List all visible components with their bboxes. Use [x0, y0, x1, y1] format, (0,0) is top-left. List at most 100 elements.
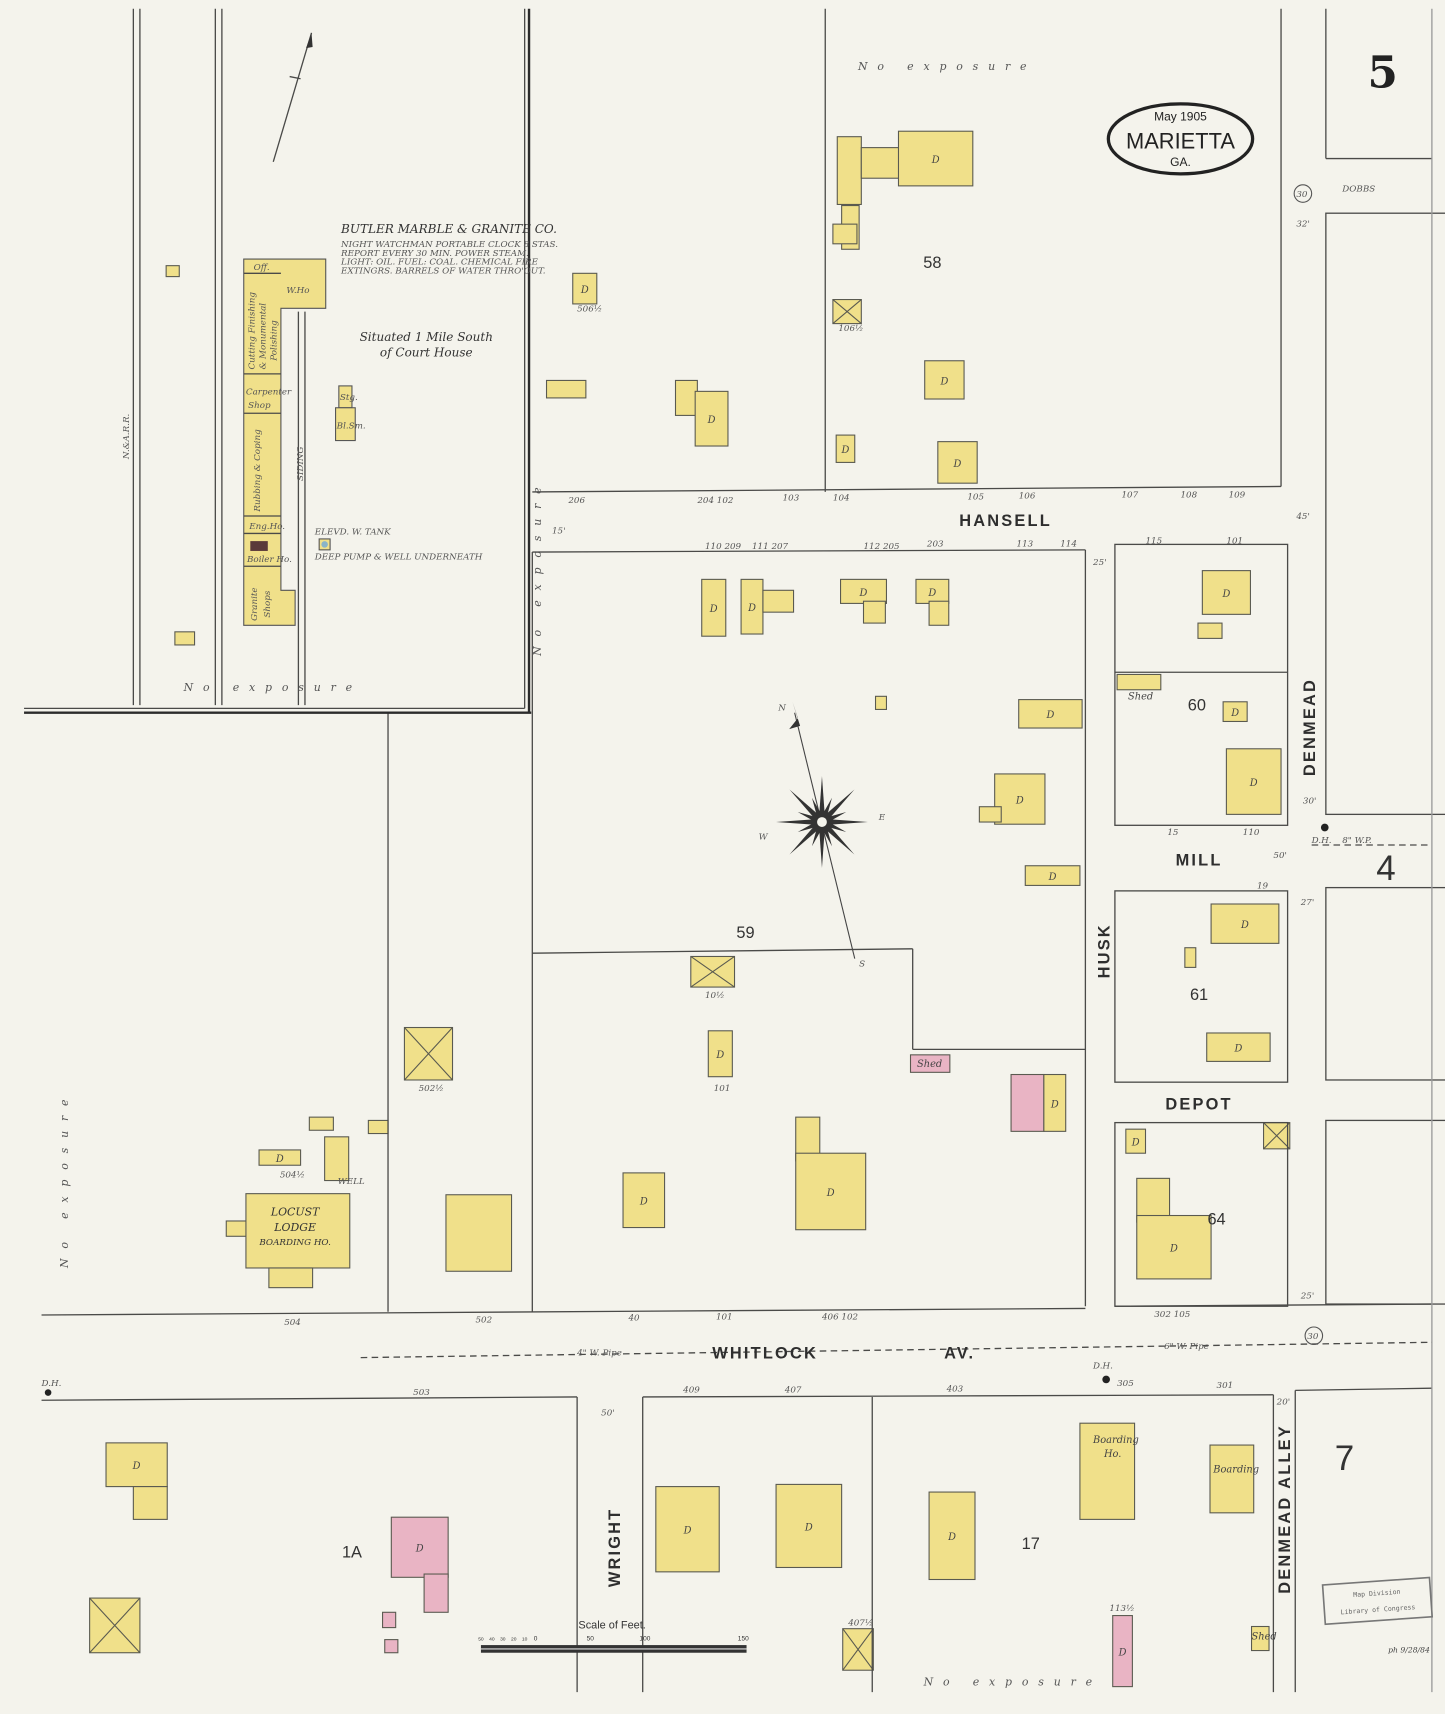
frame-building — [1222, 701, 1248, 723]
street-denmead: DENMEAD — [1301, 678, 1319, 776]
title-stamp: May 1905 MARIETTA GA. — [1106, 102, 1255, 176]
address: 106½ — [838, 323, 863, 334]
compass-ray — [776, 818, 822, 826]
shed-label: Shed — [1128, 692, 1153, 703]
street-whitlock-suffix: AV. — [944, 1345, 975, 1363]
boiler-icon — [250, 541, 268, 551]
frame-building — [1043, 1073, 1067, 1132]
block-60: 60 — [1188, 697, 1206, 715]
address: 101 — [716, 1312, 733, 1322]
block-1a: 1A — [342, 1544, 362, 1562]
frame-building — [674, 379, 698, 416]
compass-s: S — [859, 959, 865, 969]
street-hansell: HANSELL — [959, 512, 1052, 530]
north-arrow-icon — [306, 32, 313, 49]
address: 407 — [784, 1386, 802, 1396]
dimension: 32' — [1296, 219, 1310, 229]
address: 103 — [783, 494, 800, 504]
boarding-label: Boarding — [1212, 1464, 1259, 1475]
block-lines — [41, 8, 1445, 1693]
dwelling-label: D — [580, 285, 589, 296]
address: 40 — [627, 1313, 640, 1323]
frame-building — [245, 1193, 351, 1269]
address: 305 — [1117, 1379, 1134, 1389]
dimension: 25' — [1300, 1292, 1315, 1302]
compass-ray — [789, 789, 825, 825]
location-note: of Court House — [380, 345, 473, 359]
frame-building — [225, 1220, 249, 1237]
dwelling-label: D — [931, 155, 940, 166]
dwelling-label: D — [841, 445, 850, 456]
frame-building — [1184, 947, 1197, 968]
stamp-date: May 1905 — [1154, 109, 1207, 123]
inset-note: NIGHT WATCHMAN PORTABLE CLOCK 8 STAS. — [340, 240, 558, 250]
label-pump: DEEP PUMP & WELL UNDERNEATH — [314, 553, 483, 563]
frame-building — [1136, 1177, 1171, 1223]
frame-building — [268, 1267, 314, 1289]
compass-ray — [818, 776, 826, 823]
brick-building — [384, 1639, 399, 1654]
signature: ph 9/28/84 — [1388, 1646, 1430, 1655]
label-granite: Granite — [250, 587, 260, 620]
block-58: 58 — [923, 254, 941, 272]
compass-rose-icon: N S E W — [759, 701, 886, 969]
frame-building — [897, 130, 974, 187]
frame-building — [655, 1486, 720, 1573]
frame-building — [795, 1152, 867, 1231]
locust-lodge-label: LODGE — [273, 1221, 316, 1234]
dwelling-label: D — [826, 1188, 835, 1199]
label-tank: ELEVD. W. TANK — [314, 528, 391, 538]
misc-labels: LOCUST LODGE BOARDING HO. Boarding Ho. B… — [41, 184, 1372, 1643]
dwelling-label: D — [275, 1154, 284, 1165]
dh-label: D.H. — [41, 1379, 62, 1389]
frame-building — [836, 136, 862, 206]
label-rubbing: Rubbing & Coping — [253, 429, 263, 513]
frame-building — [1197, 622, 1223, 639]
compass-ray — [818, 822, 826, 868]
shed-cross-mark — [1263, 1122, 1291, 1150]
frame-building — [874, 695, 888, 710]
frame-building — [994, 773, 1046, 825]
dwelling-label: D — [715, 1050, 724, 1061]
dwelling-label: D — [1233, 1044, 1242, 1055]
stamp-line: Map Division — [1353, 1588, 1401, 1599]
brick-building — [1112, 1615, 1133, 1688]
exposure-note: No exposure — [183, 681, 362, 694]
brick-building — [382, 1611, 397, 1629]
frame-building — [622, 1172, 666, 1229]
address: 113½ — [1109, 1603, 1134, 1614]
street-husk: HUSK — [1095, 923, 1113, 978]
dimension: 45' — [1295, 512, 1310, 522]
address-numbers: 206 204 102 103 104 105 106 107 108 109 … — [280, 219, 1317, 1628]
address: 108 — [1180, 490, 1197, 500]
dwelling-label: D — [1015, 795, 1024, 806]
block-17: 17 — [1022, 1535, 1040, 1553]
frame-building — [1201, 570, 1251, 615]
dwelling-label: D — [1240, 920, 1249, 931]
address: 115 — [1146, 536, 1163, 546]
label-carpenter: Carpenter — [246, 388, 292, 398]
well-label: WELL — [338, 1177, 365, 1187]
dwelling-label: D — [859, 588, 868, 599]
brick-building — [1010, 1073, 1045, 1132]
address: 111 207 — [752, 542, 789, 552]
label-monumental: & Monumental — [259, 303, 269, 370]
adjacent-sheet-7[interactable]: 7 — [1335, 1439, 1354, 1478]
street-depot: DEPOT — [1165, 1095, 1232, 1113]
label-granite: Shops — [263, 590, 273, 617]
frame-building — [860, 147, 901, 179]
adjacent-sheet-4[interactable]: 4 — [1376, 849, 1395, 888]
dwelling-label: D — [1249, 778, 1258, 789]
frame-building — [1125, 1128, 1147, 1154]
frame-building — [978, 806, 1002, 823]
label-boiler: Boiler Ho. — [246, 555, 292, 565]
shed-cross-mark — [832, 299, 862, 325]
frame-building — [775, 1483, 843, 1569]
dwelling-label: D — [639, 1197, 648, 1208]
exposure-note: No exposure — [531, 478, 544, 657]
scale-tick-label: 40 — [489, 1637, 495, 1643]
dh-label: D.H. — [1311, 836, 1332, 846]
address: 502½ — [419, 1083, 444, 1094]
address: 110 209 — [705, 542, 742, 552]
